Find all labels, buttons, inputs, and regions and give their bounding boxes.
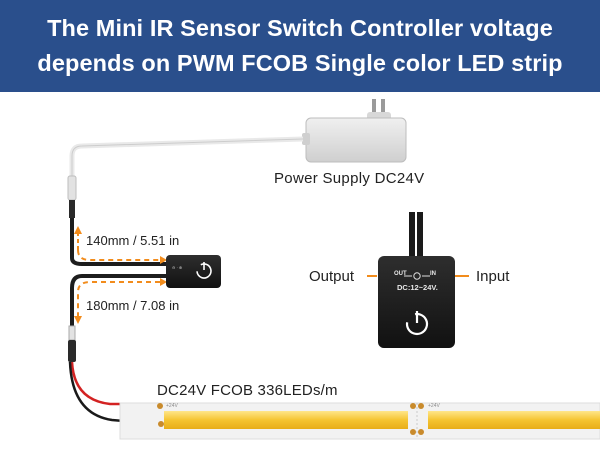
plug-prong-right bbox=[381, 99, 385, 115]
strip-connector-jack bbox=[68, 340, 76, 362]
strip-cob-segment-2 bbox=[428, 411, 600, 429]
cable-length-top-label: 140mm / 5.51 in bbox=[86, 233, 180, 248]
controller-detail bbox=[367, 212, 469, 348]
detail-cable-right bbox=[417, 212, 423, 262]
strip-connector-male bbox=[68, 325, 76, 341]
dc-female-jack bbox=[69, 200, 75, 218]
power-touch-icon bbox=[196, 263, 212, 279]
dim-arrow-up bbox=[74, 226, 82, 234]
positive-lead bbox=[70, 361, 158, 406]
strip-cob-segment-1 bbox=[164, 411, 408, 429]
dc-output-cable-edge bbox=[71, 138, 304, 178]
led-strip bbox=[119, 402, 600, 440]
title-line-1: The Mini IR Sensor Switch Controller vol… bbox=[47, 15, 553, 41]
adapter-strain-relief bbox=[302, 133, 310, 145]
controller-in-marking: IN bbox=[430, 271, 436, 277]
detail-cable-left bbox=[409, 212, 415, 262]
dc-connector-icon bbox=[413, 272, 421, 280]
title-banner: The Mini IR Sensor Switch Controller vol… bbox=[0, 0, 600, 92]
input-label: Input bbox=[476, 268, 510, 285]
solder-pad-positive bbox=[157, 403, 163, 409]
dc-male-plug bbox=[67, 175, 77, 201]
controller-output-cable bbox=[70, 274, 166, 326]
adapter-body bbox=[305, 117, 407, 163]
title-line-2: depends on PWM FCOB Single color LED str… bbox=[37, 50, 563, 76]
output-label: Output bbox=[309, 268, 355, 285]
controller-input-cable bbox=[70, 218, 166, 266]
cable-length-bottom-label: 180mm / 7.08 in bbox=[86, 298, 180, 313]
dim-line-140 bbox=[77, 249, 160, 261]
strip-pad-label-1: +24V bbox=[166, 403, 178, 409]
dim-arrow-down bbox=[74, 316, 82, 324]
power-touch-icon-large bbox=[405, 312, 429, 336]
power-supply-adapter bbox=[302, 99, 407, 163]
negative-lead bbox=[68, 361, 161, 426]
controller-inline-markings: ⊖ · ⊕ bbox=[172, 265, 182, 270]
controller-out-marking: OUT bbox=[394, 271, 407, 277]
dimension-arrows bbox=[74, 226, 167, 324]
strip-pad-label-2: +24V bbox=[428, 403, 440, 409]
controller-detail-body bbox=[378, 256, 455, 348]
solder-pad-negative bbox=[158, 421, 164, 427]
controller-inline-body bbox=[166, 255, 221, 288]
led-strip-label: DC24V FCOB 336LEDs/m bbox=[157, 382, 338, 399]
controller-voltage-marking: DC:12~24V. bbox=[397, 283, 438, 292]
power-supply-label: Power Supply DC24V bbox=[274, 170, 425, 187]
plug-prong-left bbox=[372, 99, 376, 115]
controller-inline: ⊖ · ⊕ bbox=[166, 255, 221, 288]
